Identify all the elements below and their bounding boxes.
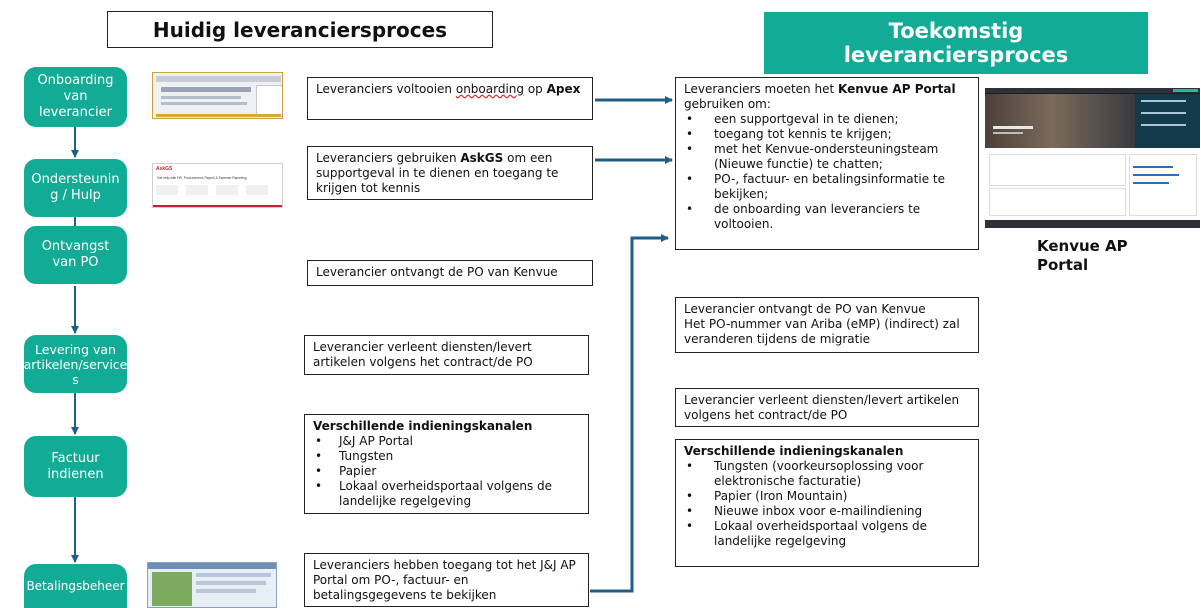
future-portal-box: Leveranciers moeten het Kenvue AP Portal…	[675, 77, 979, 250]
askgs-screenshot: AskGS Get help with HR, Procurement, Pay…	[152, 163, 283, 208]
current-support-post: om een supportgeval in te dienen en toeg…	[316, 151, 559, 195]
future-invoice-list: Tungsten (voorkeursoplossing voor elektr…	[684, 459, 970, 549]
current-process-title: Huidig leveranciersproces	[107, 11, 493, 48]
current-invoice-item: Lokaal overheidsportaal volgens de lande…	[313, 479, 580, 509]
kenvue-portal-caption: Kenvue AP Portal	[1037, 237, 1128, 274]
payment-to-portal-arrow	[590, 234, 669, 593]
current-delivery-box: Leverancier verleent diensten/levert art…	[304, 335, 589, 375]
current-onboarding-pre: Leveranciers voltooien	[316, 82, 456, 96]
current-invoice-heading: Verschillende indieningskanalen	[313, 419, 533, 433]
future-portal-list: een supportgeval in te dienen; toegang t…	[684, 112, 970, 232]
current-po-box: Leverancier ontvangt de PO van Kenvue	[307, 260, 593, 286]
future-po-line1: Leverancier ontvangt de PO van Kenvue	[684, 302, 926, 316]
current-invoice-item: Papier	[313, 464, 580, 479]
future-portal-bold: Kenvue AP Portal	[837, 82, 956, 96]
current-invoice-list: J&J AP Portal Tungsten Papier Lokaal ove…	[313, 434, 580, 509]
apex-screenshot	[152, 72, 283, 119]
current-support-box: Leveranciers gebruiken AskGS om een supp…	[307, 146, 593, 200]
step-po: Ontvangst van PO	[24, 226, 127, 284]
current-support-bold: AskGS	[460, 151, 504, 165]
current-onboarding-bold: Apex	[546, 82, 581, 96]
future-title-line2: leveranciersproces	[843, 43, 1069, 67]
current-invoice-box: Verschillende indieningskanalen J&J AP P…	[304, 414, 589, 514]
future-portal-item: PO-, factuur- en betalingsinformatie te …	[684, 172, 970, 202]
future-portal-item: met het Kenvue-ondersteuningsteam (Nieuw…	[684, 142, 970, 172]
current-payment-box: Leveranciers hebben toegang tot het J&J …	[304, 553, 589, 607]
future-process-title: Toekomstig leveranciersproces	[764, 12, 1148, 74]
future-po-line2: Het PO-nummer van Ariba (eMP) (indirect)…	[684, 317, 960, 346]
future-title-line1: Toekomstig	[888, 19, 1024, 43]
future-portal-post: gebruiken om:	[684, 97, 771, 111]
current-invoice-item: J&J AP Portal	[313, 434, 580, 449]
step-support: Ondersteunin g / Hulp	[24, 159, 127, 217]
kenvue-portal-screenshot	[985, 88, 1200, 228]
future-po-box: Leverancier ontvangt de PO van Kenvue He…	[675, 297, 979, 353]
current-invoice-item: Tungsten	[313, 449, 580, 464]
future-invoice-item: Tungsten (voorkeursoplossing voor elektr…	[684, 459, 970, 489]
future-invoice-item: Papier (Iron Mountain)	[684, 489, 970, 504]
future-invoice-item: Lokaal overheidsportaal volgens de lande…	[684, 519, 970, 549]
future-invoice-item: Nieuwe inbox voor e-mailindiening	[684, 504, 970, 519]
future-invoice-box: Verschillende indieningskanalen Tungsten…	[675, 439, 979, 567]
future-invoice-heading: Verschillende indieningskanalen	[684, 444, 904, 458]
future-portal-item: toegang tot kennis te krijgen;	[684, 127, 970, 142]
current-onboarding-mid: op	[524, 82, 547, 96]
future-delivery-box: Leverancier verleent diensten/levert art…	[675, 388, 979, 427]
future-portal-item: een supportgeval in te dienen;	[684, 112, 970, 127]
future-portal-pre: Leveranciers moeten het	[684, 82, 838, 96]
step-onboarding: Onboarding van leverancier	[24, 67, 127, 127]
step-payment: Betalingsbeheer	[24, 564, 127, 608]
future-portal-item: de onboarding van leveranciers te voltoo…	[684, 202, 970, 232]
current-onboarding-box: Leveranciers voltooien onboarding op Ape…	[307, 77, 593, 120]
askgs-thumb-logo: AskGS	[156, 166, 173, 172]
step-delivery: Levering van artikelen/service s	[24, 335, 127, 393]
jj-portal-screenshot	[147, 562, 277, 608]
askgs-thumb-heading: Get help with HR, Procurement, Payroll &…	[157, 176, 247, 180]
current-support-pre: Leveranciers gebruiken	[316, 151, 461, 165]
step-invoice: Factuur indienen	[24, 436, 127, 497]
current-onboarding-underlined: onboarding	[455, 82, 525, 96]
